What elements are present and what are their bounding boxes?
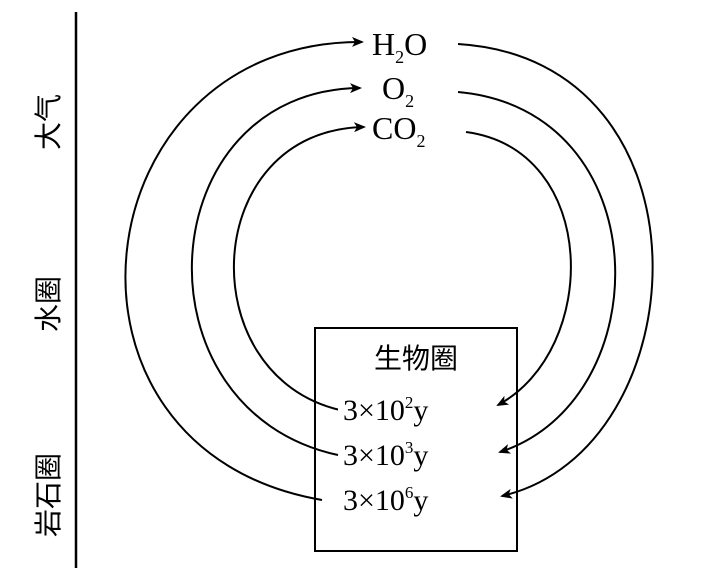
cycle-time-bg (338, 437, 488, 469)
lithosphere-label: 岩石圈 (32, 453, 65, 537)
biosphere-box (314, 327, 518, 552)
atmosphere-label: 大气 (32, 94, 65, 150)
oxygen-cycle-arrow-down (457, 91, 617, 454)
carbon-cycle-arrow-up (233, 122, 366, 411)
h2o-label: H2O (372, 26, 427, 67)
cycle-time-bg (338, 392, 488, 424)
molecule-label-bg (366, 24, 446, 62)
molecule-label-bg (368, 110, 458, 150)
hydrosphere-label: 水圈 (32, 276, 65, 332)
co2-label: CO2 (372, 110, 425, 151)
cycle-time-h2o: 3×106y (343, 483, 428, 517)
cycle-time-o2: 3×103y (343, 438, 428, 472)
carbon-cycle-arrow-down (465, 131, 572, 406)
oxygen-cycle-arrow-up (190, 83, 362, 456)
biosphere-title: 生物圈 (374, 342, 458, 375)
molecule-label-bg (366, 68, 438, 108)
water-cycle-arrow-down (457, 43, 654, 499)
o2-label: O2 (382, 70, 414, 111)
water-cycle-arrow-up (124, 36, 364, 501)
cycle-time-bg (338, 482, 488, 514)
cycle-time-co2: 3×102y (343, 393, 428, 427)
